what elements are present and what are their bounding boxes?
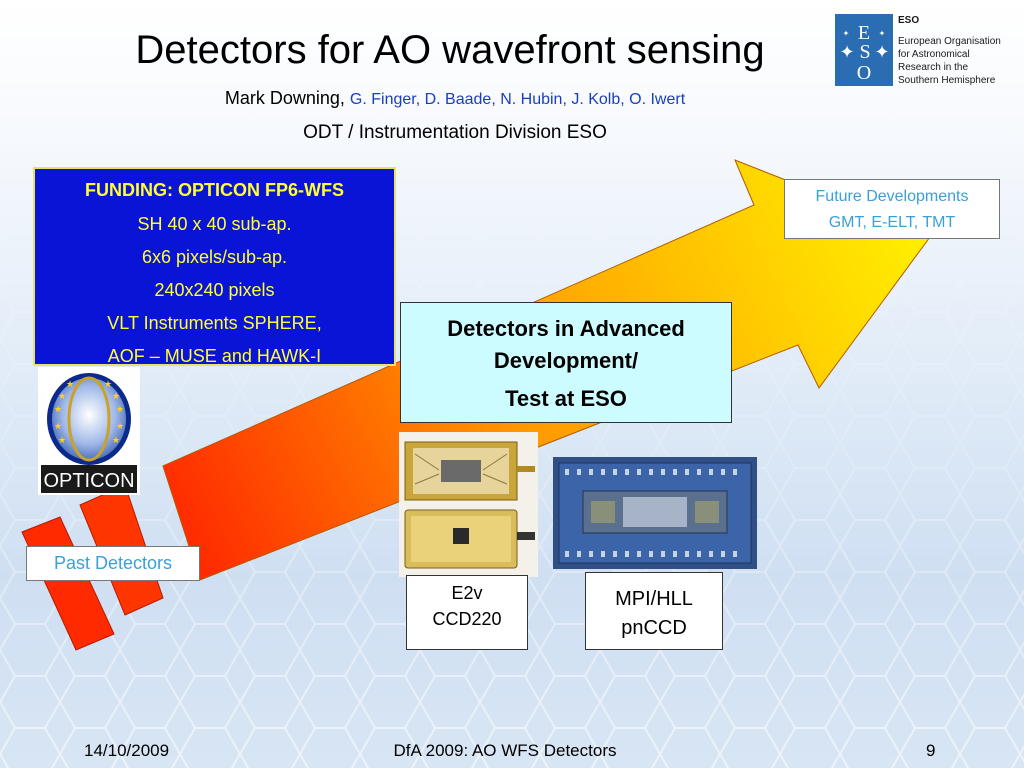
svg-text:★: ★ xyxy=(104,379,112,389)
eso-abbrev: ESO xyxy=(898,15,920,26)
eso-org-line: Southern Hemisphere xyxy=(898,75,996,86)
footer-title: DfA 2009: AO WFS Detectors xyxy=(393,741,617,760)
mpi-line: pnCCD xyxy=(621,617,687,639)
author-line: Mark Downing, G. Finger, D. Baade, N. Hu… xyxy=(0,88,910,109)
advanced-development-box: Detectors in Advanced Development/ Test … xyxy=(400,302,732,423)
svg-text:✦: ✦ xyxy=(843,29,850,38)
advanced-line: Development/ xyxy=(493,348,639,373)
lead-author: Mark Downing, xyxy=(224,88,345,108)
eso-org-line: European Organisation xyxy=(898,36,1001,47)
coauthors: G. Finger, D. Baade, N. Hubin, J. Kolb, … xyxy=(349,91,686,108)
future-developments-box: Future Developments GMT, E-ELT, TMT xyxy=(784,179,1000,239)
funding-line: SH 40 x 40 sub-ap. xyxy=(137,214,292,234)
eso-logo: E ✦ S ✦ O ✦ ✦ xyxy=(835,14,893,86)
e2v-ccd220-photo xyxy=(399,432,538,577)
eso-org-line: Research in the xyxy=(898,62,969,73)
eso-organisation-text: ESO European Organisation for Astronomic… xyxy=(898,14,1018,87)
svg-text:✦: ✦ xyxy=(879,29,886,38)
mpi-line: MPI/HLL xyxy=(615,588,693,610)
svg-text:★: ★ xyxy=(116,404,124,414)
advanced-line: Test at ESO xyxy=(505,386,627,411)
page-number: 9 xyxy=(926,741,936,760)
svg-text:O: O xyxy=(857,62,871,84)
funding-line: VLT Instruments SPHERE, xyxy=(107,313,322,333)
division-line: ODT / Instrumentation Division ESO xyxy=(303,122,607,143)
svg-text:★: ★ xyxy=(66,379,74,389)
svg-text:✦: ✦ xyxy=(874,42,889,62)
svg-text:★: ★ xyxy=(112,391,120,401)
opticon-logo-text: OPTICON xyxy=(43,470,134,492)
funding-line: 6x6 pixels/sub-ap. xyxy=(141,247,288,267)
svg-text:★: ★ xyxy=(116,421,124,431)
opticon-logo: ★★★ ★★★ ★★ ★★ OPTICON xyxy=(38,367,140,495)
future-line: Future Developments xyxy=(815,188,969,205)
slide-title: Detectors for AO wavefront sensing xyxy=(135,28,765,72)
funding-line: 240x240 pixels xyxy=(154,280,275,300)
funding-heading: FUNDING: OPTICON FP6-WFS xyxy=(85,180,344,200)
future-line: GMT, E-ELT, TMT xyxy=(828,214,956,231)
svg-text:★: ★ xyxy=(54,421,62,431)
funding-box: FUNDING: OPTICON FP6-WFS SH 40 x 40 sub-… xyxy=(33,167,396,366)
advanced-line: Detectors in Advanced xyxy=(447,316,685,341)
e2v-line: CCD220 xyxy=(432,609,502,629)
mpi-pnccd-photo xyxy=(553,457,757,569)
mpi-pnccd-label: MPI/HLL pnCCD xyxy=(585,572,723,650)
e2v-line: E2v xyxy=(451,583,483,603)
eso-org-line: for Astronomical xyxy=(898,49,970,60)
svg-text:★: ★ xyxy=(112,435,120,445)
svg-text:★: ★ xyxy=(58,435,66,445)
funding-line: AOF – MUSE and HAWK-I xyxy=(107,346,322,366)
svg-text:★: ★ xyxy=(54,404,62,414)
footer-date: 14/10/2009 xyxy=(84,741,170,760)
svg-text:S: S xyxy=(859,41,870,63)
e2v-ccd220-label: E2v CCD220 xyxy=(406,575,528,650)
svg-text:★: ★ xyxy=(58,391,66,401)
svg-text:✦: ✦ xyxy=(839,42,854,62)
svg-text:E: E xyxy=(858,22,870,44)
past-detectors-box: Past Detectors xyxy=(26,546,200,581)
